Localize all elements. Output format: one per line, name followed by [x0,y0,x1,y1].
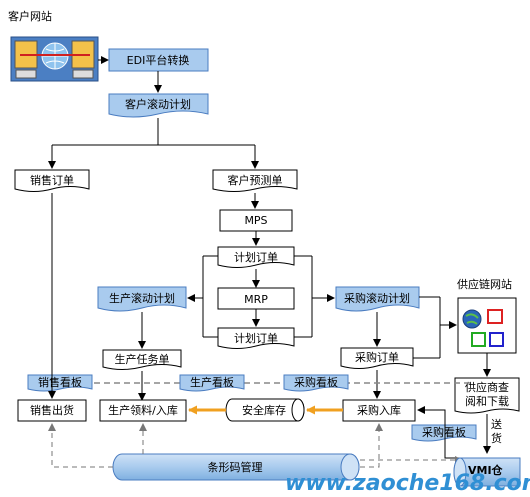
barcode-management-cylinder [112,453,360,481]
delivery-label-2: 货 [491,431,502,445]
purchase-order-label: 采购订单 [355,350,399,364]
sales-kanban-tag: 销售看板 [27,374,93,392]
production-task-order-label: 生产任务单 [115,352,170,366]
sales-kanban-label: 销售看板 [38,375,82,389]
vmi-warehouse-label: VMI仓 [468,463,504,477]
production-material-label: 生产领料/入库 [108,403,178,417]
production-rolling-plan-label: 生产滚动计划 [109,291,175,305]
sales-order-label: 销售订单 [30,173,74,187]
production-kanban-label: 生产看板 [190,375,234,389]
page-title: 客户网站 [8,9,52,23]
purchase-inbound-label: 采购入库 [357,403,401,417]
computer-network-icon [10,36,99,82]
plan-order-2-label: 计划订单 [234,332,278,345]
supplier-view-label-line2: 阅和下载 [465,395,509,408]
mrp-label: MRP [244,293,268,306]
mps-label: MPS [244,214,267,227]
purchase-rolling-plan-box [335,286,420,312]
customer-rolling-plan-box [108,93,209,118]
plan-order-1-label: 计划订单 [234,251,278,264]
purchase-rolling-plan-label: 采购滚动计划 [344,291,410,305]
safety-stock-label: 安全库存 [242,403,286,417]
sales-delivery-box [17,399,87,422]
customer-forecast-label: 客户预测单 [228,173,283,187]
safety-stock-cylinder [225,398,305,422]
purchase-kanban-tag-1: 采购看板 [283,374,349,392]
barcode-management-label: 条形码管理 [208,460,263,474]
delivery-label-1: 送 [491,417,502,431]
vmi-warehouse-cylinder [453,457,521,487]
production-kanban-tag: 生产看板 [179,374,245,392]
production-rolling-plan-box [97,286,187,312]
purchase-kanban-tag-2: 采购看板 [411,424,477,442]
production-material-box [99,399,187,422]
purchase-order-box [340,347,414,369]
supplier-view-label-line1: 供应商查 [465,380,509,394]
customer-rolling-plan-label: 客户滚动计划 [125,97,191,111]
plan-order-1-box [217,246,295,268]
purchase-kanban-2-label: 采购看板 [422,425,466,439]
watermark: www.zaoche168.com [285,471,530,496]
plan-order-2-box [217,327,295,349]
supply-chain-site-label: 供应链网站 [457,277,512,291]
sales-order-box [14,169,90,192]
supplier-view-box [454,377,520,414]
customer-forecast-box [212,169,298,192]
supply-chain-site-icon [457,297,517,354]
purchase-kanban-1-label: 采购看板 [294,375,338,389]
edi-platform-label: EDI平台转换 [127,53,190,67]
production-task-order-box [102,349,182,370]
sales-delivery-label: 销售出货 [30,403,74,417]
